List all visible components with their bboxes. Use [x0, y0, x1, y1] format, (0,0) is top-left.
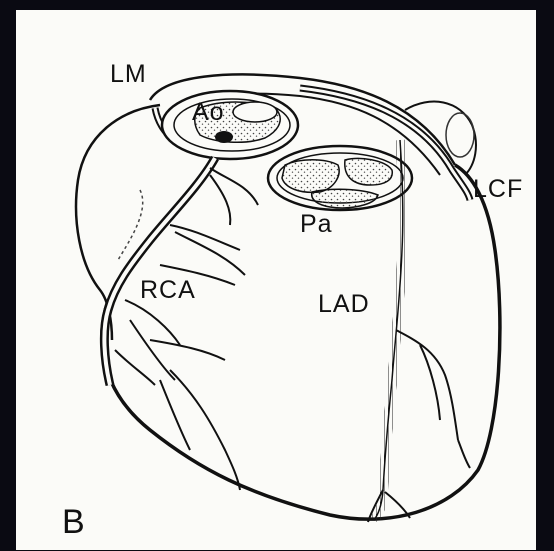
rca-branches: [115, 168, 258, 490]
ao-label: Ao: [192, 98, 225, 126]
left-atrial-appendage: [405, 102, 476, 175]
lad-label: LAD: [318, 290, 370, 318]
rca-label: RCA: [140, 276, 196, 304]
lcf-label: LCF: [473, 175, 523, 203]
panel-label: B: [62, 503, 86, 541]
pulmonary-artery: [268, 146, 412, 210]
pa-label: Pa: [300, 210, 333, 238]
lm-label: LM: [110, 60, 147, 88]
aorta: [162, 91, 298, 159]
appendage-texture: [446, 113, 474, 157]
right-atrium-outline: [76, 105, 160, 340]
aorta-dark-spot: [215, 131, 233, 143]
